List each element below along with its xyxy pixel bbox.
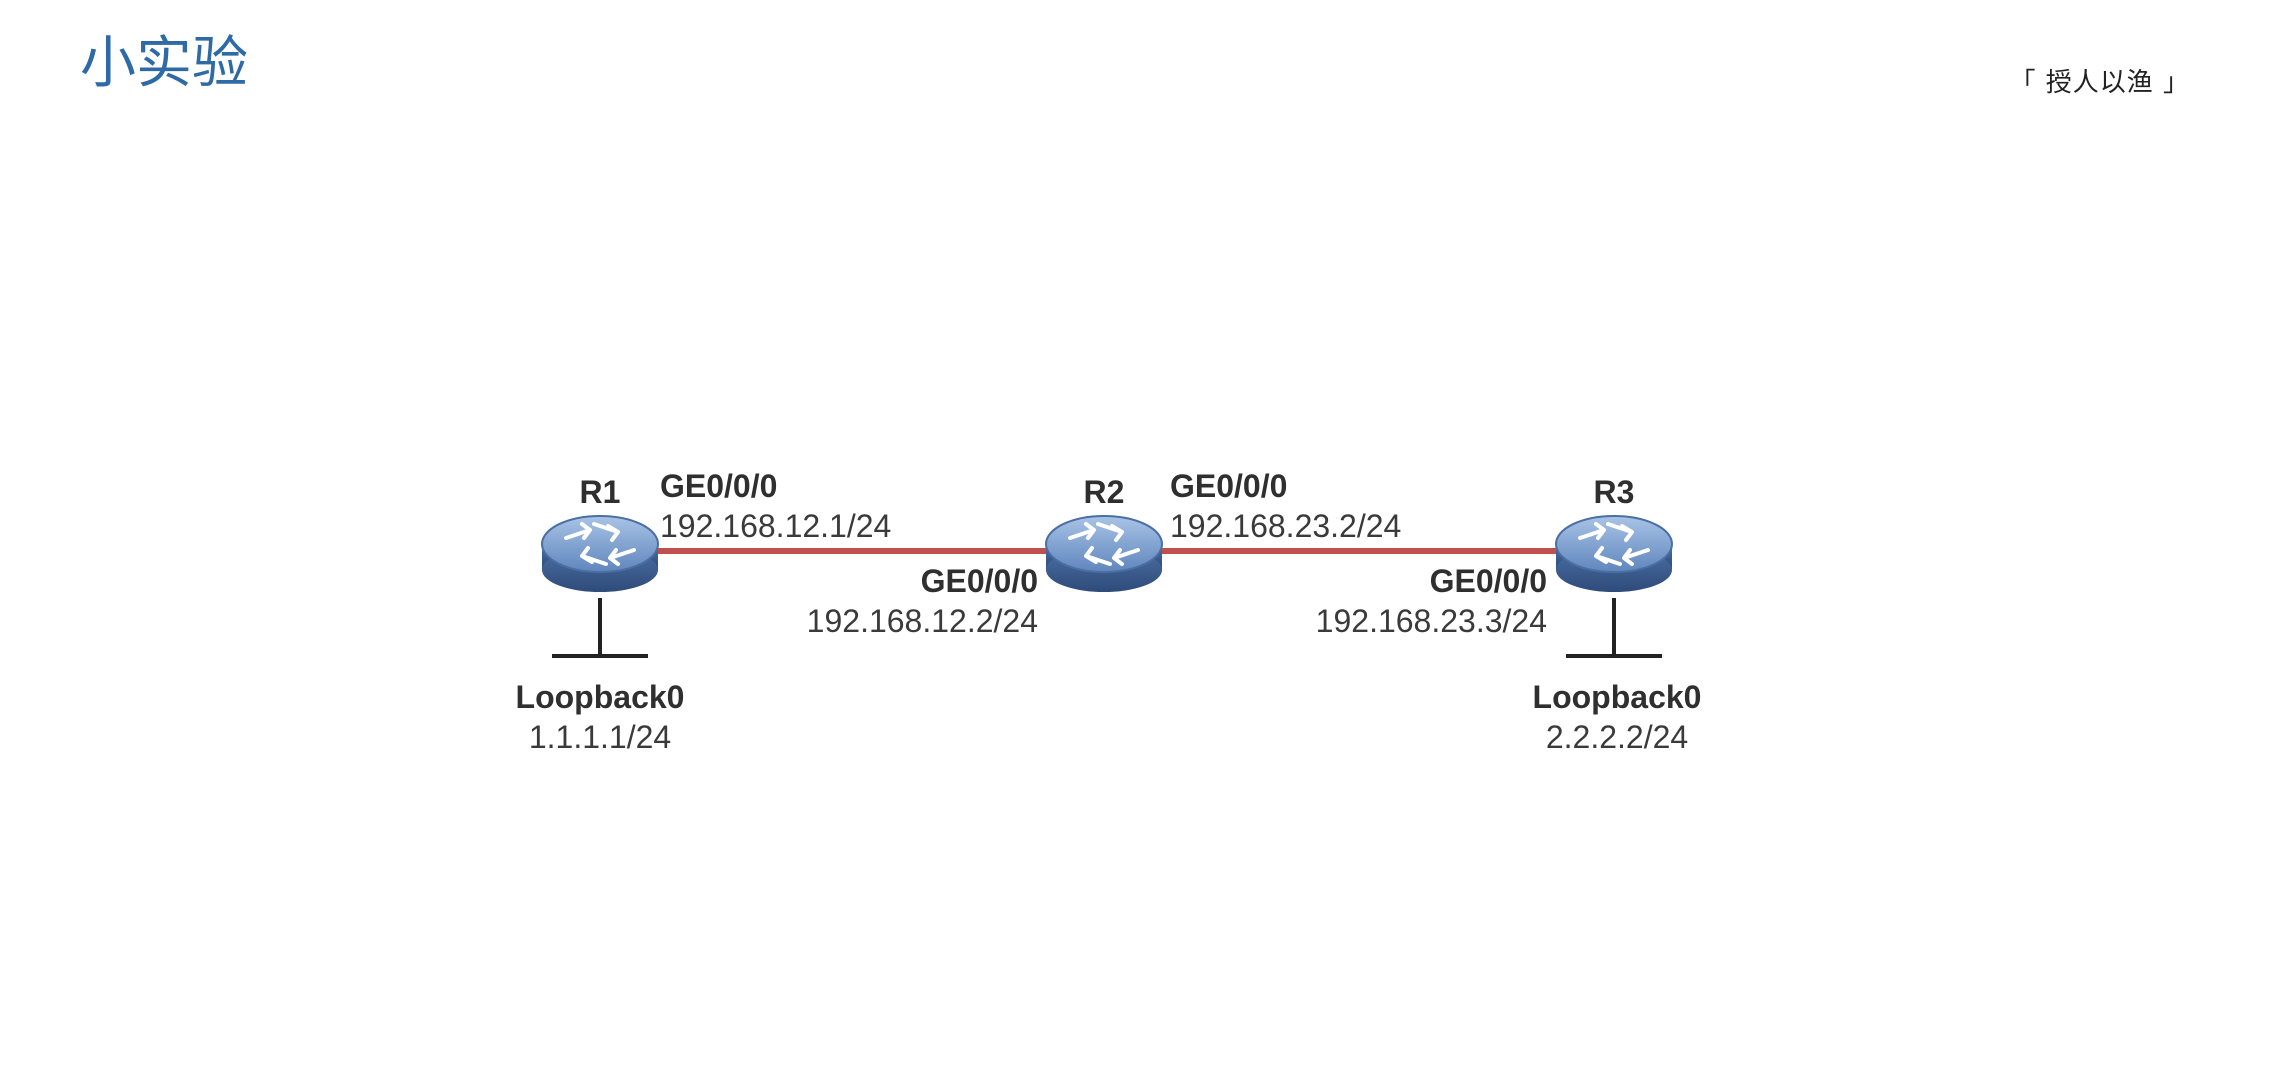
router-r1[interactable] bbox=[540, 514, 660, 594]
loopback-stub-r1 bbox=[552, 598, 648, 658]
r2-right-interface-ip: 192.168.23.2/24 bbox=[1170, 508, 1401, 544]
r2-left-interface-label: GE0/0/0 bbox=[921, 563, 1038, 599]
r2-left-interface-ip: 192.168.12.2/24 bbox=[807, 603, 1038, 639]
r3-interface-ip: 192.168.23.3/24 bbox=[1316, 603, 1547, 639]
r1-interface-label: GE0/0/0 bbox=[660, 468, 777, 504]
r1-loopback-ip: 1.1.1.1/24 bbox=[529, 719, 671, 755]
router-icon bbox=[1554, 514, 1674, 594]
router-r2[interactable] bbox=[1044, 514, 1164, 594]
router-r2-label: R2 bbox=[1084, 474, 1125, 510]
router-icon bbox=[1044, 514, 1164, 594]
page-title: 小实验 bbox=[80, 31, 248, 96]
r3-loopback-label: Loopback0 bbox=[1533, 679, 1702, 715]
r1-interface-ip: 192.168.12.1/24 bbox=[660, 508, 891, 544]
router-r3-label: R3 bbox=[1594, 474, 1635, 510]
slide-tag: 「 授人以渔 」 bbox=[2009, 68, 2190, 98]
loopback-stub-r3 bbox=[1566, 598, 1662, 658]
r3-loopback-ip: 2.2.2.2/24 bbox=[1546, 719, 1688, 755]
r2-right-interface-label: GE0/0/0 bbox=[1170, 468, 1287, 504]
router-r3[interactable] bbox=[1554, 514, 1674, 594]
router-r1-label: R1 bbox=[580, 474, 621, 510]
router-icon bbox=[540, 514, 660, 594]
r1-loopback-label: Loopback0 bbox=[516, 679, 685, 715]
r3-interface-label: GE0/0/0 bbox=[1430, 563, 1547, 599]
